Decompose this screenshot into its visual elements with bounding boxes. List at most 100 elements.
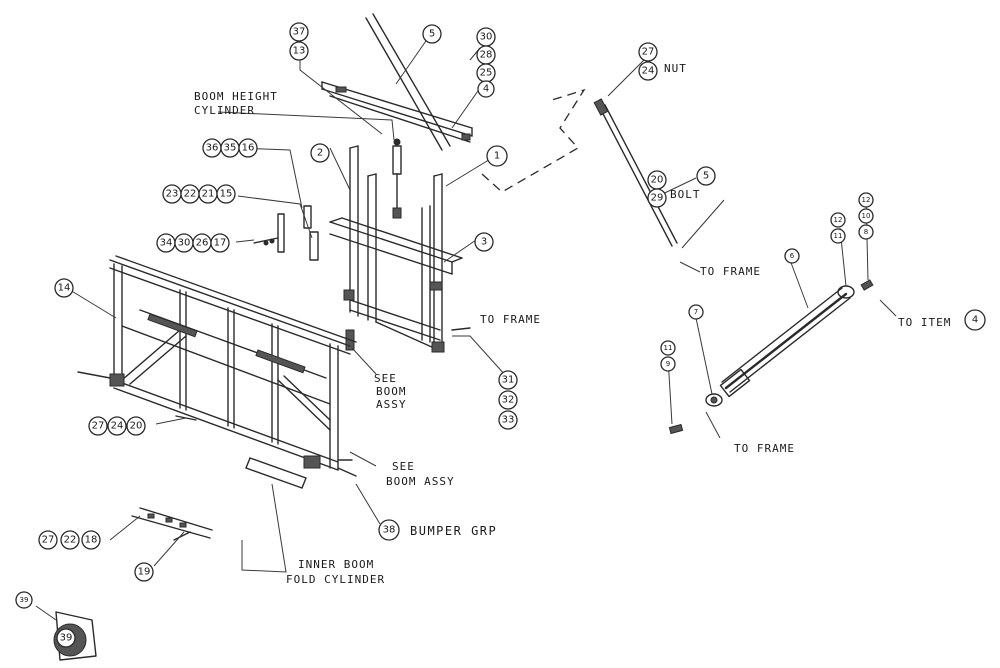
label-to-item: TO ITEM — [898, 316, 951, 329]
svg-text:22: 22 — [64, 535, 77, 546]
right-rod-part — [593, 98, 678, 247]
callout-4: 4 — [477, 80, 495, 98]
svg-text:19: 19 — [138, 567, 151, 578]
svg-text:35: 35 — [224, 143, 237, 154]
label-inner-boom-1: INNER BOOM — [298, 558, 374, 571]
svg-text:14: 14 — [58, 283, 71, 294]
label-see-boom-2b: BOOM ASSY — [386, 475, 455, 488]
svg-text:39: 39 — [20, 596, 29, 604]
svg-text:16: 16 — [242, 143, 255, 154]
svg-text:22: 22 — [184, 189, 197, 200]
lower-linkage-part — [131, 507, 213, 541]
callout-5: 5 — [422, 24, 442, 44]
callout-11b: 11 — [660, 340, 676, 356]
svg-text:27: 27 — [42, 535, 55, 546]
callout-27: 27 — [638, 42, 658, 62]
callout-2: 2 — [310, 143, 330, 163]
label-to-frame-rod: TO FRAME — [700, 265, 761, 278]
svg-text:5: 5 — [429, 29, 435, 40]
svg-text:27: 27 — [92, 421, 105, 432]
callout-14: 14 — [54, 278, 74, 298]
callout-25: 25 — [476, 63, 496, 83]
svg-text:25: 25 — [480, 68, 493, 79]
dashed-connector — [481, 88, 586, 193]
label-to-frame-mast: TO FRAME — [480, 313, 541, 326]
callout-22b: 22 — [60, 530, 80, 550]
callout-30b: 30 — [174, 233, 194, 253]
svg-text:20: 20 — [130, 421, 143, 432]
callout-7: 7 — [688, 304, 704, 320]
svg-text:31: 31 — [502, 375, 515, 386]
callout-21: 21 — [198, 184, 218, 204]
callout-12b: 12 — [858, 192, 874, 208]
part-39-disc: 39 — [53, 611, 97, 661]
callout-10: 10 — [858, 208, 874, 224]
callout-4b: 4 — [964, 309, 986, 331]
svg-text:11: 11 — [834, 232, 843, 240]
callout-31: 31 — [498, 370, 518, 390]
svg-text:4: 4 — [483, 84, 489, 95]
svg-text:27: 27 — [642, 47, 655, 58]
svg-text:34: 34 — [160, 238, 173, 249]
callout-23: 23 — [162, 184, 182, 204]
callout-24: 24 — [638, 61, 658, 81]
callout-24b: 24 — [107, 416, 127, 436]
callout-11: 11 — [830, 228, 846, 244]
svg-text:1: 1 — [494, 151, 500, 162]
callout-5b: 5 — [696, 166, 716, 186]
svg-text:20: 20 — [651, 175, 664, 186]
svg-text:36: 36 — [206, 143, 219, 154]
svg-text:24: 24 — [111, 421, 124, 432]
svg-text:13: 13 — [293, 46, 306, 57]
callout-1: 1 — [486, 145, 508, 167]
svg-text:29: 29 — [651, 193, 664, 204]
callout-9: 9 — [660, 356, 676, 372]
callout-36: 36 — [202, 138, 222, 158]
callout-30: 30 — [476, 27, 496, 47]
label-bolt: BOLT — [670, 188, 701, 201]
svg-text:39: 39 — [60, 633, 73, 644]
callout-17: 17 — [210, 233, 230, 253]
callout-12: 12 — [830, 212, 846, 228]
svg-text:30: 30 — [178, 238, 191, 249]
callout-37: 37 — [289, 22, 309, 42]
label-see-boom-1b: BOOM — [376, 385, 407, 398]
svg-text:10: 10 — [862, 212, 871, 220]
callout-32: 32 — [498, 390, 518, 410]
svg-text:17: 17 — [214, 238, 227, 249]
callout-16: 16 — [238, 138, 258, 158]
callout-34: 34 — [156, 233, 176, 253]
callout-39: 39 — [15, 591, 33, 609]
svg-text:4: 4 — [972, 315, 978, 326]
svg-text:8: 8 — [864, 228, 868, 236]
label-boom-height-1: BOOM HEIGHT — [194, 90, 278, 103]
callout-3: 3 — [474, 232, 494, 252]
callout-13: 13 — [289, 41, 309, 61]
svg-text:5: 5 — [703, 171, 709, 182]
svg-text:11: 11 — [664, 344, 673, 352]
label-see-boom-1c: ASSY — [376, 398, 407, 411]
label-to-frame-cylinder: TO FRAME — [734, 442, 795, 455]
bracket-parts — [253, 205, 355, 351]
callout-19: 19 — [134, 562, 154, 582]
callout-26: 26 — [192, 233, 212, 253]
boom-height-cylinder-part — [392, 138, 402, 219]
callout-8: 8 — [858, 224, 874, 240]
svg-text:37: 37 — [293, 27, 306, 38]
svg-text:21: 21 — [202, 189, 215, 200]
callout-27c: 27 — [38, 530, 58, 550]
callout-6: 6 — [784, 248, 800, 264]
right-cylinder-part — [668, 279, 874, 435]
svg-text:7: 7 — [694, 308, 698, 316]
svg-text:24: 24 — [642, 66, 655, 77]
inner-boom-fold-cylinder-part — [245, 457, 307, 489]
callout-15: 15 — [216, 184, 236, 204]
svg-text:6: 6 — [790, 252, 795, 260]
top-crossbar-part — [321, 13, 473, 151]
label-see-boom-2a: SEE — [392, 460, 415, 473]
callout-28: 28 — [476, 45, 496, 65]
callout-29: 29 — [647, 188, 667, 208]
svg-text:12: 12 — [862, 196, 871, 204]
svg-text:9: 9 — [666, 360, 670, 368]
